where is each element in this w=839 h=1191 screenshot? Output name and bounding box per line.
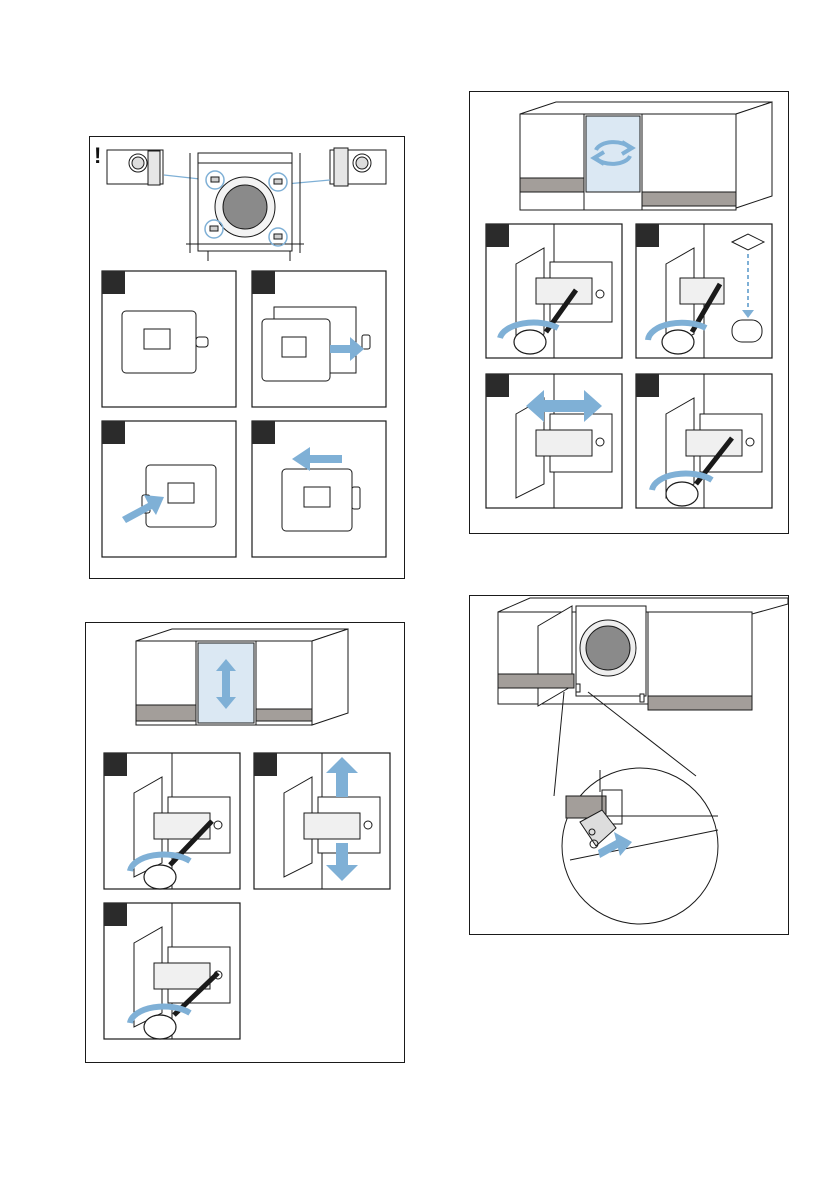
step-3 <box>486 374 622 508</box>
step-badge <box>104 753 127 776</box>
figure-door-side-adjustment <box>469 91 789 534</box>
step-2 <box>254 753 390 889</box>
step-badge <box>104 903 127 926</box>
step-badge <box>252 271 275 294</box>
step-badge <box>254 753 277 776</box>
step-badge <box>102 271 125 294</box>
hinge-detail-right <box>286 148 386 186</box>
zoom-callout <box>554 692 718 924</box>
step-1 <box>104 753 240 889</box>
kitchen-cabinet <box>520 102 772 210</box>
step-badge <box>486 224 509 247</box>
kitchen-cabinet <box>136 629 348 725</box>
warning-icon: ! <box>94 145 101 167</box>
washing-machine-front <box>186 153 304 261</box>
step-4 <box>636 374 772 508</box>
hinge-detail-left <box>107 150 209 185</box>
step-badge <box>486 374 509 397</box>
step-2 <box>252 271 386 407</box>
figure-hinge-cover-removal: ! <box>89 136 405 579</box>
step-badge <box>636 374 659 397</box>
step-2 <box>636 224 772 358</box>
figure-door-height-adjustment <box>85 622 405 1063</box>
step-1 <box>486 224 622 358</box>
step-badge <box>102 421 125 444</box>
step-badge <box>636 224 659 247</box>
kitchen-cabinet-open-door <box>498 598 788 710</box>
step-badge <box>252 421 275 444</box>
step-3 <box>102 421 236 557</box>
step-3 <box>104 903 240 1039</box>
figure-door-stop-plate-mounting <box>469 595 789 935</box>
step-1 <box>102 271 236 407</box>
step-4 <box>252 421 386 557</box>
